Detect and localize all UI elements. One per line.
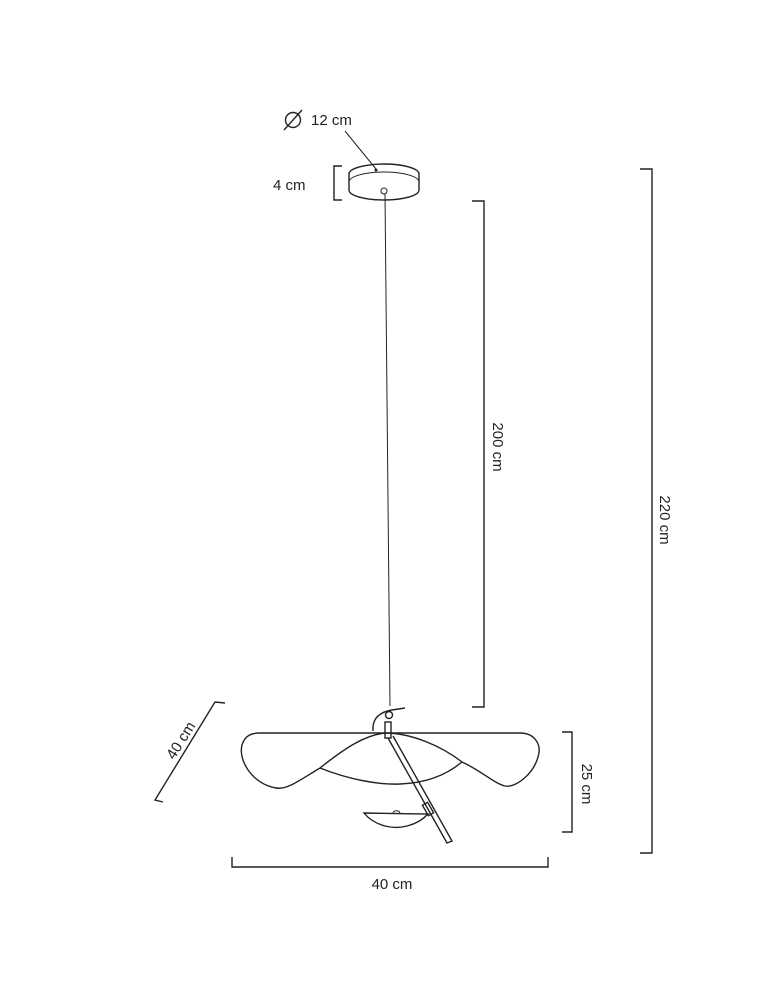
shade-width-bracket bbox=[231, 857, 549, 868]
canopy-height-bracket bbox=[333, 165, 342, 201]
shade-depth-bracket bbox=[153, 701, 226, 803]
shade-width-label: 40 cm bbox=[372, 876, 413, 893]
shade-depth-label: 40 cm bbox=[163, 719, 199, 763]
cable-length-label: 200 cm bbox=[489, 422, 506, 471]
total-height-bracket bbox=[640, 168, 653, 854]
total-height-label: 220 cm bbox=[656, 495, 673, 544]
lamp-shade bbox=[240, 707, 540, 844]
diameter-leader-line bbox=[344, 130, 377, 170]
suspension-cable bbox=[384, 193, 391, 707]
shade-height-label: 25 cm bbox=[578, 764, 595, 805]
ceiling-canopy bbox=[348, 163, 420, 201]
cable-length-bracket bbox=[472, 200, 485, 708]
shade-height-bracket bbox=[562, 731, 573, 833]
canopy-height-label: 4 cm bbox=[273, 177, 306, 194]
diameter-icon bbox=[283, 109, 303, 131]
canopy-diameter-label: 12 cm bbox=[311, 112, 352, 129]
leader-dot bbox=[374, 168, 378, 172]
